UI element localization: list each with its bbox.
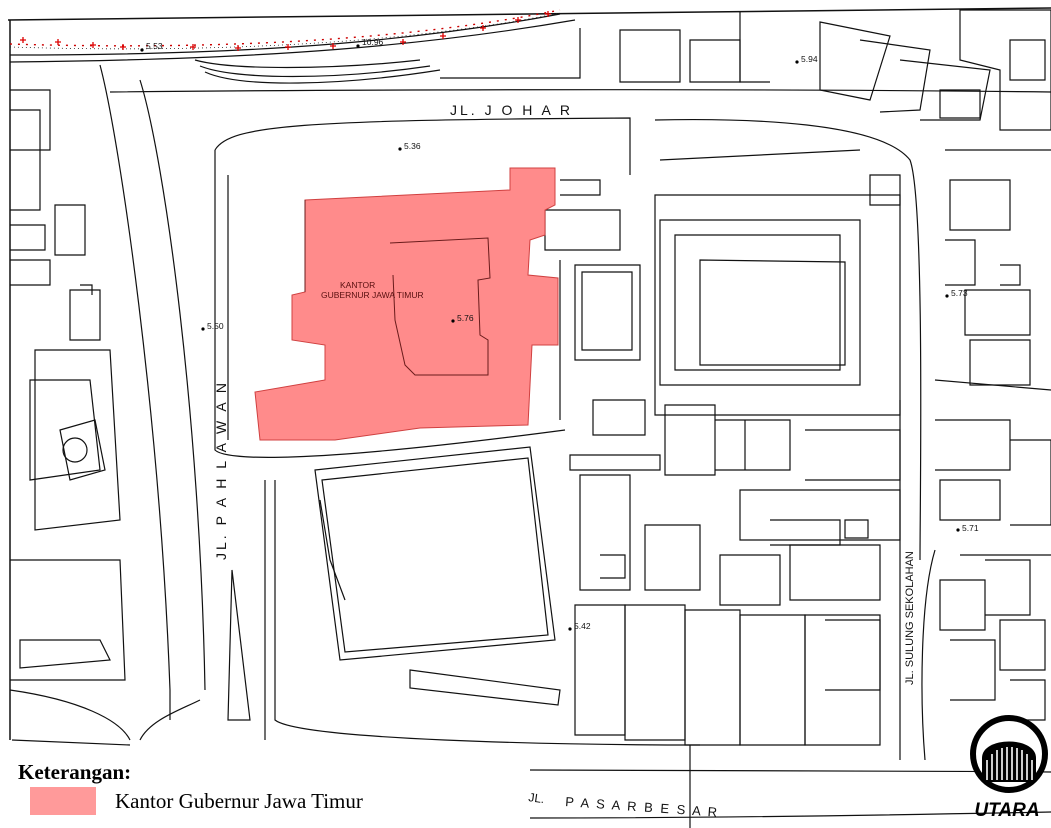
street-label-johar: JL. J O H A R [450,102,573,118]
governor-office-footprint [254,167,559,441]
utara-logo: UTARA [970,715,1048,821]
spot-height-3: 5.94 [801,54,818,64]
spot-height-9: 5.42 [574,621,591,631]
street-label-sulung-sekolahan: JL. SULUNG SEKOLAHAN [904,551,916,685]
logo-text: UTARA [974,800,1039,821]
building-label-line1: KANTOR [340,280,375,290]
spot-height-6: 5.50 [207,321,224,331]
building-label-line2: GUBERNUR JAWA TIMUR [321,290,424,300]
street-label-pasar-jl: JL. [528,790,546,806]
spot-height-5: 5.76 [457,313,474,323]
street-label-pahlawan: JL. P A H L A W A N [213,380,229,560]
spot-height-4: 5.36 [404,141,421,151]
street-label-pasar-besar: P A S A R B E S A R [565,794,720,820]
legend-swatch-governor-office [30,787,96,815]
spot-height-2: 10.96 [362,37,384,47]
legend: Keterangan: Kantor Gubernur Jawa Timur [18,760,478,826]
legend-label-governor-office: Kantor Gubernur Jawa Timur [115,789,363,813]
spot-height-7: 5.73 [951,288,968,298]
spot-height-8: 5.71 [962,523,979,533]
legend-title: Keterangan: [18,760,132,784]
spot-height-1: 5.53 [146,41,163,51]
